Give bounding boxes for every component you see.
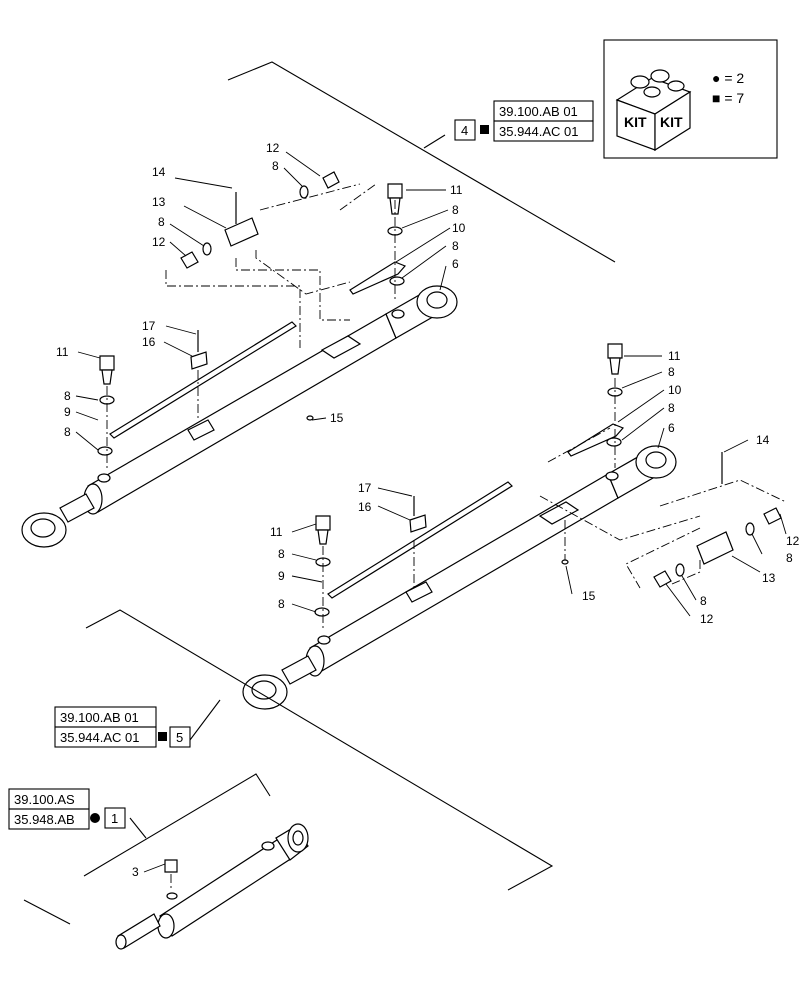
- callout-numbers: 14 12 8 13 8 12 11 8 10 8 6 17 16 11 8 9…: [56, 141, 800, 879]
- upper-reference: 4 39.100.AB 01 35.944.AC 01: [454, 100, 594, 142]
- square-marker: [480, 125, 489, 134]
- lower-cylinder: [115, 823, 309, 950]
- callout-11: 11: [450, 183, 463, 197]
- callout-14: 14: [756, 433, 770, 447]
- callout-8: 8: [158, 215, 165, 229]
- callout-13: 13: [762, 571, 776, 585]
- middle-cylinder: [242, 445, 677, 710]
- callout-8: 8: [452, 203, 459, 217]
- callout-8: 8: [278, 597, 285, 611]
- callout-16: 16: [358, 500, 372, 514]
- middle-assembly-lines: [322, 378, 787, 630]
- callout-8: 8: [278, 547, 285, 561]
- callout-3: 3: [132, 865, 139, 879]
- callout-8: 8: [272, 159, 279, 173]
- callout-6: 6: [668, 421, 675, 435]
- lower-ref-code-bottom: 35.948.AB: [14, 812, 75, 827]
- callout-6: 6: [452, 257, 459, 271]
- middle-reference: 39.100.AB 01 35.944.AC 01 5: [54, 706, 191, 748]
- kit-label-right: KIT: [660, 114, 683, 130]
- lower-ref-qty: 1: [111, 811, 118, 826]
- callout-16: 16: [142, 335, 156, 349]
- callout-14: 14: [152, 165, 166, 179]
- callout-8: 8: [668, 365, 675, 379]
- callout-12: 12: [700, 612, 714, 626]
- callout-8: 8: [668, 401, 675, 415]
- callout-17: 17: [142, 319, 156, 333]
- middle-ref-code-top: 39.100.AB 01: [60, 710, 139, 725]
- callout-15: 15: [582, 589, 596, 603]
- upper-ref-code-bottom: 35.944.AC 01: [499, 124, 579, 139]
- callout-12: 12: [152, 235, 166, 249]
- middle-ref-qty: 5: [176, 730, 183, 745]
- middle-small-parts: [314, 343, 782, 617]
- callout-10: 10: [668, 383, 682, 397]
- kit-label-left: KIT: [624, 114, 647, 130]
- square-count: ■ = 7: [712, 90, 744, 106]
- callout-11: 11: [56, 345, 69, 359]
- callout-8: 8: [64, 425, 71, 439]
- callout-10: 10: [452, 221, 466, 235]
- callout-8: 8: [700, 594, 707, 608]
- leader-lines: [75, 151, 787, 873]
- lower-reference: 39.100.AS 35.948.AB 1: [8, 788, 126, 830]
- kit-box-icon: KIT KIT: [615, 69, 692, 152]
- callout-9: 9: [64, 405, 71, 419]
- lower-frame: [23, 773, 271, 925]
- middle-ref-code-bottom: 35.944.AC 01: [60, 730, 140, 745]
- callout-17: 17: [358, 481, 372, 495]
- callout-12: 12: [786, 534, 800, 548]
- middle-frame: [85, 609, 554, 891]
- lower-ref-code-top: 39.100.AS: [14, 792, 75, 807]
- upper-assembly-lines: [106, 183, 396, 470]
- upper-cylinder: [21, 285, 458, 548]
- circle-marker: [90, 813, 100, 823]
- upper-ref-qty: 4: [461, 123, 468, 138]
- circle-count: ● = 2: [712, 70, 744, 86]
- callout-15: 15: [330, 411, 344, 425]
- callout-13: 13: [152, 195, 166, 209]
- callout-11: 11: [668, 349, 681, 363]
- callout-8: 8: [64, 389, 71, 403]
- callout-12: 12: [266, 141, 280, 155]
- square-marker: [158, 732, 167, 741]
- upper-frame: [227, 61, 616, 263]
- callout-8: 8: [786, 551, 793, 565]
- callout-9: 9: [278, 569, 285, 583]
- callout-8: 8: [452, 239, 459, 253]
- callout-11: 11: [270, 525, 283, 539]
- upper-ref-code-top: 39.100.AB 01: [499, 104, 578, 119]
- upper-small-parts: [97, 171, 407, 456]
- kit-legend: KIT KIT ● = 2 ■ = 7: [603, 39, 778, 159]
